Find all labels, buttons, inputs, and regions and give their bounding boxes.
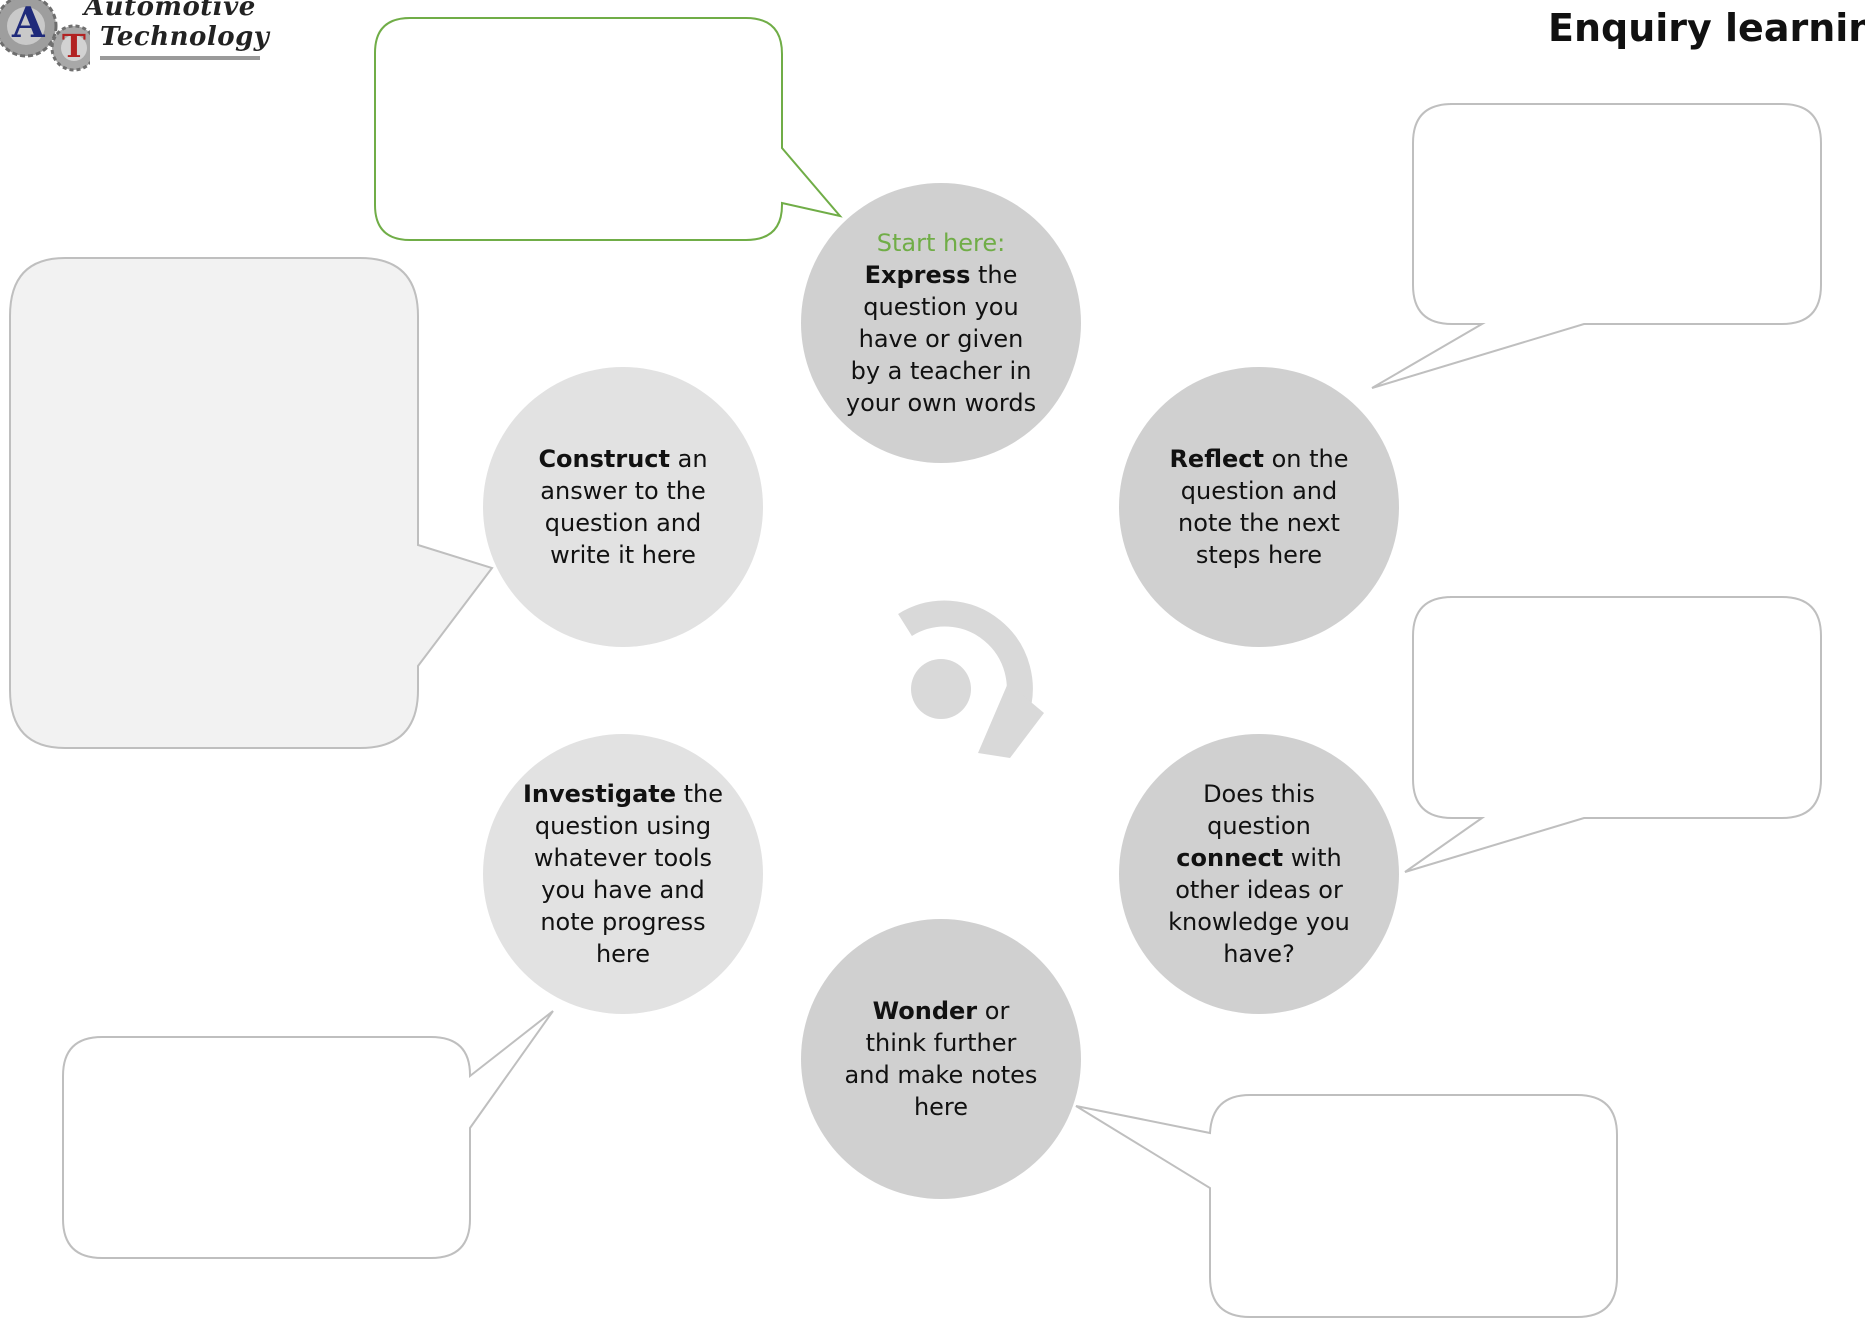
- step-connect-line: knowledge you: [1168, 906, 1350, 938]
- step-reflect-segment: question and: [1180, 477, 1338, 505]
- note-investigate-field[interactable]: [83, 1057, 454, 1242]
- step-connect-line: connect with: [1176, 842, 1341, 874]
- step-express-segment: question you: [863, 293, 1019, 321]
- step-express-line: Start here:: [877, 227, 1005, 259]
- step-reflect-keyword: Reflect: [1169, 445, 1264, 473]
- step-construct-line: write it here: [550, 539, 696, 571]
- logo-underline: [100, 56, 260, 60]
- step-construct-line: Construct an: [538, 443, 707, 475]
- step-reflect-segment: on the: [1263, 445, 1349, 473]
- circle-reflect: [1119, 367, 1399, 647]
- step-wonder-segment: or: [977, 997, 1010, 1025]
- step-investigate-segment: whatever tools: [533, 844, 713, 872]
- step-wonder-segment: think further: [865, 1029, 1017, 1057]
- step-investigate-segment: question using: [534, 812, 712, 840]
- step-express-line: have or given: [859, 323, 1024, 355]
- step-express-line: your own words: [846, 387, 1036, 419]
- step-investigate-segment: the: [676, 780, 724, 808]
- step-reflect-line: question and: [1181, 475, 1337, 507]
- step-wonder-line: Wonder or: [873, 995, 1010, 1027]
- step-investigate-line: note progress: [540, 906, 705, 938]
- step-construct-segment: question and: [544, 509, 702, 537]
- step-connect-keyword: connect: [1176, 844, 1284, 872]
- step-investigate-line: here: [596, 938, 650, 970]
- circle-construct: [483, 367, 763, 647]
- step-reflect-segment: note the next: [1178, 509, 1340, 537]
- step-reflect-line: Reflect on the: [1169, 443, 1348, 475]
- step-investigate-line: Investigate the: [523, 778, 723, 810]
- note-reflect-field[interactable]: [1433, 124, 1805, 308]
- step-reflect-line: note the next: [1178, 507, 1340, 539]
- cycle-icon: [898, 600, 1044, 758]
- step-investigate-line: you have and: [541, 874, 704, 906]
- note-connect-field[interactable]: [1433, 617, 1805, 802]
- start-here-label: Start here:: [876, 229, 1006, 257]
- step-investigate-segment: note progress: [540, 908, 706, 936]
- step-express-segment: by a teacher in: [850, 357, 1032, 385]
- step-construct-line: question and: [545, 507, 701, 539]
- logo-letter-a: A: [12, 0, 46, 47]
- circle-investigate: [483, 734, 763, 1014]
- note-wonder-field[interactable]: [1230, 1115, 1601, 1301]
- logo-word-automotive: Automotive: [84, 0, 256, 22]
- step-investigate-segment: you have and: [541, 876, 705, 904]
- step-express-segment: your own words: [845, 389, 1037, 417]
- step-connect-segment: question: [1207, 812, 1311, 840]
- step-wonder-keyword: Wonder: [872, 997, 978, 1025]
- circle-connect: [1119, 734, 1399, 1014]
- cycle-arc: [898, 600, 1033, 720]
- step-wonder-line: and make notes: [845, 1059, 1038, 1091]
- page-title: Enquiry learning: [1548, 6, 1865, 50]
- step-investigate-line: question using: [535, 810, 711, 842]
- step-investigate-line: whatever tools: [534, 842, 712, 874]
- step-express-keyword: Express: [864, 261, 971, 289]
- step-express-line: Express the: [865, 259, 1018, 291]
- step-express-segment: the: [970, 261, 1018, 289]
- step-construct-keyword: Construct: [538, 445, 671, 473]
- step-construct-segment: answer to the: [540, 477, 706, 505]
- circle-wonder: [801, 919, 1081, 1199]
- step-connect-line: other ideas or: [1175, 874, 1343, 906]
- step-express-segment: have or given: [858, 325, 1024, 353]
- step-investigate-keyword: Investigate: [522, 780, 677, 808]
- step-wonder-line: here: [914, 1091, 968, 1123]
- step-construct-line: answer to the: [540, 475, 705, 507]
- logo-word-technology: Technology: [100, 22, 270, 52]
- step-reflect-line: steps here: [1196, 539, 1322, 571]
- note-express-field[interactable]: [395, 38, 767, 224]
- step-wonder-segment: here: [913, 1093, 969, 1121]
- step-express-line: by a teacher in: [851, 355, 1032, 387]
- step-connect-segment: Does this: [1203, 780, 1315, 808]
- logo: A T Automotive Technology: [0, 0, 270, 80]
- step-connect-line: question: [1207, 810, 1311, 842]
- step-express-line: question you: [863, 291, 1018, 323]
- cycle-dot: [911, 659, 971, 719]
- step-wonder-line: think further: [866, 1027, 1017, 1059]
- step-reflect-segment: steps here: [1195, 541, 1323, 569]
- step-connect-line: have?: [1223, 938, 1295, 970]
- step-connect-segment: have?: [1223, 940, 1295, 968]
- note-construct-field[interactable]: [30, 278, 402, 732]
- step-construct-segment: write it here: [550, 541, 696, 569]
- cycle-arrowhead: [978, 683, 1044, 758]
- step-connect-segment: with: [1283, 844, 1342, 872]
- step-construct-segment: an: [670, 445, 708, 473]
- logo-letter-t: T: [62, 27, 87, 65]
- circle-express: [801, 183, 1081, 463]
- step-investigate-segment: here: [595, 940, 651, 968]
- step-connect-line: Does this: [1203, 778, 1315, 810]
- step-connect-segment: knowledge you: [1168, 908, 1350, 936]
- step-connect-segment: other ideas or: [1175, 876, 1343, 904]
- step-wonder-segment: and make notes: [844, 1061, 1038, 1089]
